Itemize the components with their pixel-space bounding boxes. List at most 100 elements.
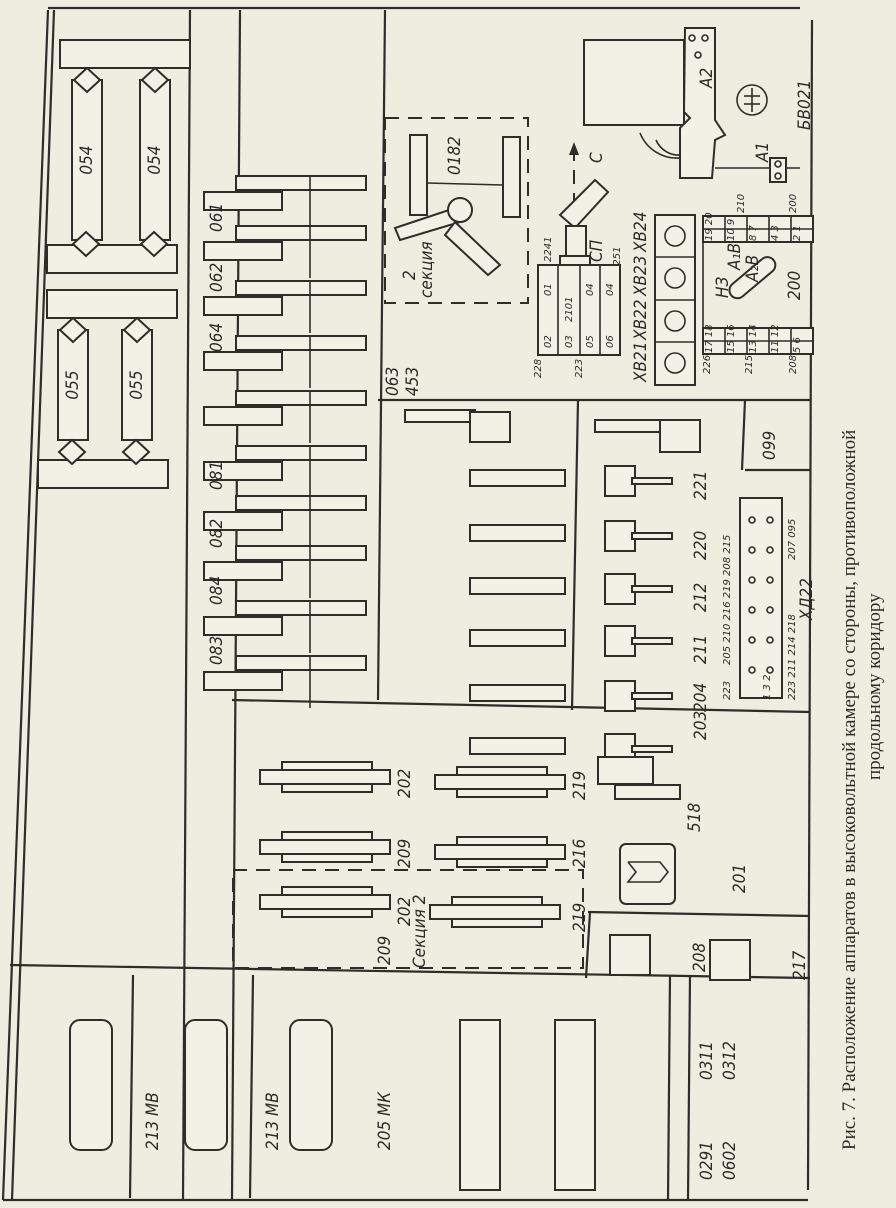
resistor-flange: [281, 783, 373, 793]
label-0312: 0312: [720, 1041, 740, 1080]
comb-bar: [235, 390, 367, 406]
terminal-panel: [702, 215, 814, 355]
comb-bar: [235, 280, 367, 296]
label-201: 201: [730, 864, 750, 893]
xd22-right-wires: 207 095: [787, 519, 798, 560]
contactor-arm: [203, 461, 283, 481]
label-217: 217: [790, 951, 810, 980]
terminal-top-pair: 10 9: [726, 219, 737, 241]
comb-bar: [235, 175, 367, 191]
xd22-pin: [748, 636, 756, 644]
figure-caption-line-1: Рис. 7. Расположение аппаратов в высоков…: [839, 430, 860, 1150]
terminal-bottom-pair: 15 16: [726, 324, 737, 353]
section-2-number: 2: [400, 270, 420, 280]
resistor-flange: [281, 761, 373, 771]
resistor-flange: [456, 788, 548, 798]
label-202-a: 202: [395, 769, 415, 798]
bank-pin: [631, 745, 673, 753]
xd22-pin-numbers: 1 3 2: [762, 675, 773, 700]
comb-bar: [235, 225, 367, 241]
bank-pin: [631, 532, 673, 540]
bank-head: [604, 680, 636, 712]
xd22-pin: [766, 576, 774, 584]
xd22-pin: [766, 516, 774, 524]
resistor-flange: [456, 858, 548, 868]
terminal-bottom-pair: 5 6: [792, 337, 803, 353]
terminal-top-pair: 8 7: [748, 224, 759, 241]
units-518-201: [597, 756, 681, 905]
label-nz: НЗ: [713, 276, 733, 298]
label-xb24: ХВ24: [631, 212, 651, 253]
resistor-flange: [451, 918, 543, 928]
bank-head: [604, 625, 636, 657]
label-054-a: 054: [77, 145, 97, 174]
xd22-pin: [748, 606, 756, 614]
resistor-flange: [281, 908, 373, 918]
resistor-flange: [281, 853, 373, 863]
label-223: 223: [574, 359, 585, 378]
label-453: 453: [403, 367, 423, 396]
terminal-top-pair: 19 20: [704, 212, 715, 241]
drum-04-a: 04: [585, 283, 596, 296]
xd22-pin: [766, 636, 774, 644]
resistor-plate: [434, 774, 566, 790]
label-055-b: 055: [127, 370, 147, 399]
label-208: 208: [690, 943, 710, 972]
earth-switch-icon: [736, 84, 768, 116]
label-082: 082: [207, 519, 227, 548]
resistor-plate: [259, 769, 391, 785]
section-2-word: секция: [417, 241, 437, 298]
connector-xd22: [739, 497, 783, 699]
comb-bar: [235, 335, 367, 351]
label-202-b: 202: [395, 897, 415, 926]
nz-switch-handle: [728, 256, 777, 300]
label-062: 062: [207, 263, 227, 292]
contactor-rows: [203, 175, 367, 708]
resistor-055-a: [57, 329, 89, 441]
units-208-217: [609, 934, 751, 981]
drum-05: 05: [585, 335, 596, 348]
contactor-arm: [203, 296, 283, 316]
xb-sockets: [654, 214, 696, 386]
label-a1v: А₁В: [725, 243, 745, 271]
bank-arm: [469, 524, 566, 542]
comb-bar: [235, 655, 367, 671]
label-099: 099: [760, 431, 780, 460]
section-2-box: [232, 869, 584, 969]
resistor-plate: [434, 844, 566, 860]
label-213mv-b: 213 МВ: [263, 1092, 283, 1150]
contactor-arm: [203, 511, 283, 531]
label-sp: СП: [587, 239, 607, 262]
disconnector-0182: [393, 134, 521, 277]
bank-head: [604, 465, 636, 497]
label-221: 221: [691, 471, 711, 500]
drum-01: 01: [543, 283, 554, 296]
xd22-bottom-wires: 223 211 214 218: [787, 614, 798, 700]
label-0182: 0182: [445, 136, 465, 175]
figure-caption-line-2: продольному коридору: [864, 593, 885, 780]
bank-arm: [469, 469, 566, 487]
drum-06: 06: [605, 335, 616, 348]
bank-arm: [469, 629, 566, 647]
resistor-054-a: [71, 79, 103, 241]
xd22-pin: [766, 606, 774, 614]
resistor-group-202-219: [259, 761, 566, 928]
label-c: С: [587, 152, 607, 163]
terminal-bottom-pair: 17 18: [704, 324, 715, 353]
arrow-up-icon: [569, 142, 579, 155]
label-208-wire: 208: [788, 355, 799, 374]
units-0311-0602: [459, 1019, 596, 1191]
drum-02: 02: [543, 335, 554, 348]
label-200-switch: 200: [785, 271, 805, 300]
contactor-bank-203-221: [469, 465, 673, 765]
contactor-arm: [203, 406, 283, 426]
label-213mv-a: 213 МВ: [143, 1092, 163, 1150]
resistor-flange: [281, 831, 373, 841]
label-083: 083: [207, 636, 227, 665]
label-205mk: 205 МК: [375, 1091, 395, 1150]
label-054-b: 054: [145, 145, 165, 174]
label-223-xd: 223: [722, 681, 733, 700]
resistor-054-b: [139, 79, 171, 241]
label-xd22: ХД22: [797, 578, 817, 621]
xd22-pin: [766, 546, 774, 554]
